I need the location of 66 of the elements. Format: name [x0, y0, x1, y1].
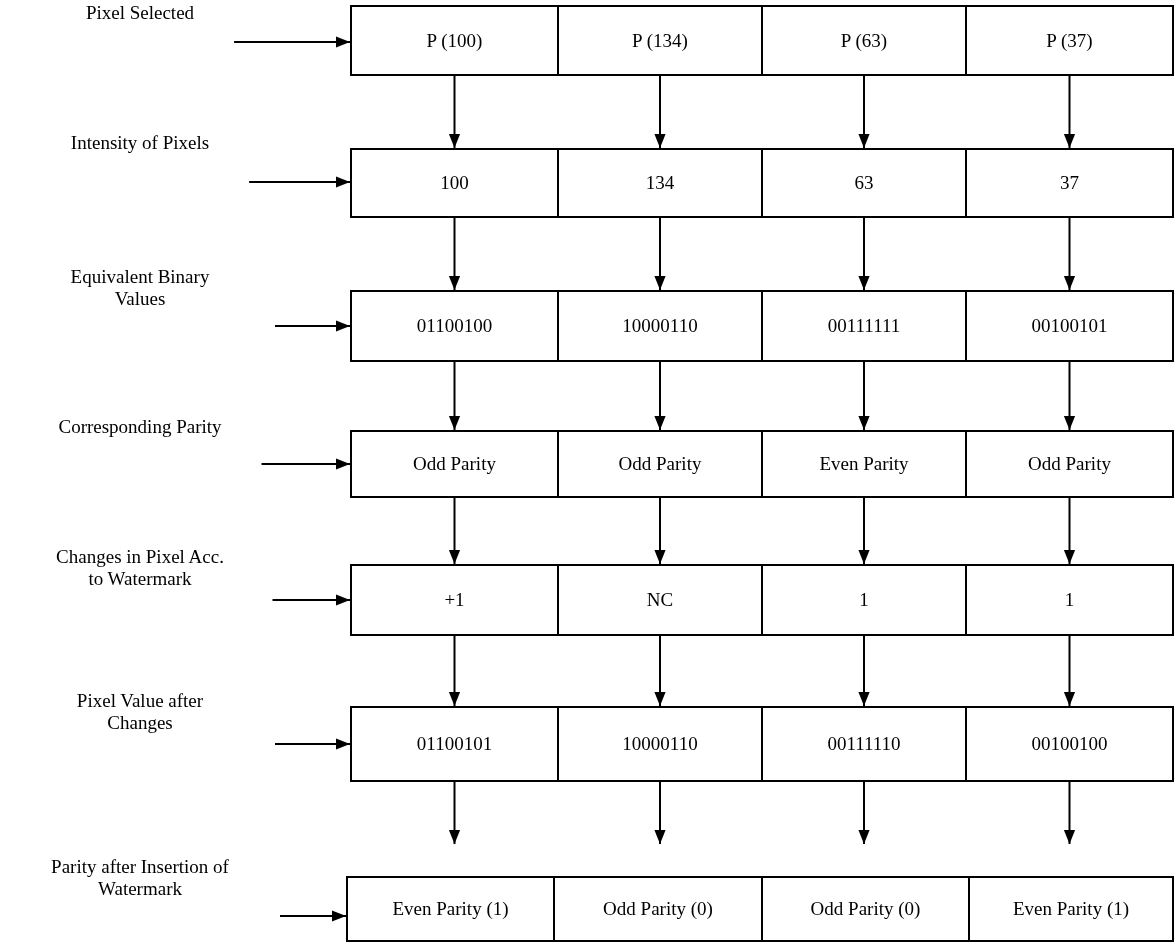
table-cell: 00111111 [761, 290, 967, 362]
table-cell: 1 [761, 564, 967, 636]
arrow [858, 781, 870, 845]
arrow [858, 635, 870, 707]
arrow [448, 361, 461, 431]
row-label-text: Pixel Value after Changes [75, 690, 205, 734]
table-cell: 10000110 [557, 706, 763, 782]
arrow [654, 781, 666, 845]
row-label-text: Intensity of Pixels [70, 132, 210, 154]
arrow [448, 635, 461, 707]
row-label-text: Equivalent Binary Values [69, 266, 211, 310]
table-cell: Odd Parity [350, 430, 559, 498]
table-cell: 37 [965, 148, 1174, 218]
arrow [274, 320, 351, 332]
arrow [858, 217, 870, 291]
arrow [858, 75, 870, 149]
table-cell: 134 [557, 148, 763, 218]
arrow [448, 781, 461, 845]
table-cell: 1 [965, 564, 1174, 636]
table-cell: 00100100 [965, 706, 1174, 782]
row-label-text: Parity after Insertion of Watermark [50, 856, 230, 900]
arrow [1063, 497, 1076, 565]
table-cell: NC [557, 564, 763, 636]
table-cell: 100 [350, 148, 559, 218]
table-cell: 01100100 [350, 290, 559, 362]
arrow [271, 594, 351, 606]
table-cell: P (37) [965, 5, 1174, 76]
table-cell: Odd Parity (0) [761, 876, 970, 942]
table-cell: Even Parity [761, 430, 967, 498]
table-cell: Even Parity (1) [346, 876, 555, 942]
table-cell: 00100101 [965, 290, 1174, 362]
arrow [1063, 635, 1076, 707]
arrow [654, 217, 666, 291]
table-cell: P (100) [350, 5, 559, 76]
table-cell: Odd Parity [965, 430, 1174, 498]
arrow [274, 738, 351, 750]
table-cell: Odd Parity (0) [553, 876, 763, 942]
table-cell: P (134) [557, 5, 763, 76]
arrow [448, 217, 461, 291]
arrow [1063, 781, 1076, 845]
arrow [279, 910, 347, 922]
row-label-text: Pixel Selected [85, 2, 195, 24]
arrow [448, 497, 461, 565]
table-cell: P (63) [761, 5, 967, 76]
row-label-text: Corresponding Parity [58, 416, 222, 438]
arrow [654, 497, 666, 565]
arrow [1063, 217, 1076, 291]
arrow [260, 458, 351, 470]
table-cell: 00111110 [761, 706, 967, 782]
arrow [654, 361, 666, 431]
arrow [248, 176, 351, 188]
arrow [654, 635, 666, 707]
table-cell: 01100101 [350, 706, 559, 782]
table-cell: +1 [350, 564, 559, 636]
table-cell: 63 [761, 148, 967, 218]
table-cell: Even Parity (1) [968, 876, 1174, 942]
table-cell: Odd Parity [557, 430, 763, 498]
arrow [858, 361, 870, 431]
arrow [858, 497, 870, 565]
arrow [1063, 75, 1076, 149]
arrow [654, 75, 666, 149]
arrow [1063, 361, 1076, 431]
table-cell: 10000110 [557, 290, 763, 362]
arrow [233, 36, 351, 48]
arrow [448, 75, 461, 149]
row-label-text: Changes in Pixel Acc. to Watermark [55, 546, 225, 590]
